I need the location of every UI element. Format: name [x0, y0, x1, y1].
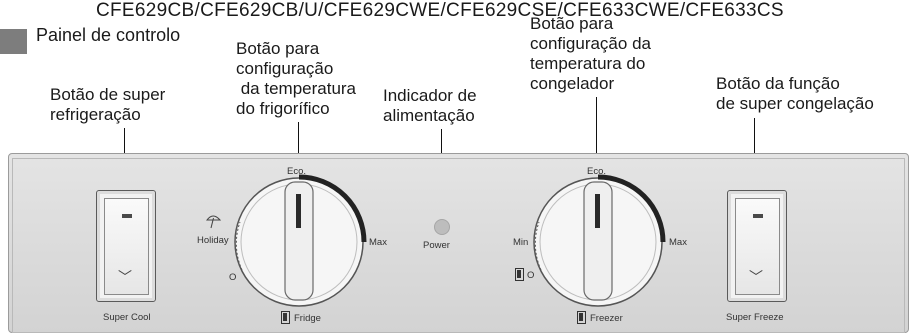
- super-freeze-button[interactable]: ﹀: [727, 190, 787, 302]
- fridge-arc-thick: [298, 174, 367, 243]
- chevron-down-icon: ﹀: [118, 269, 132, 285]
- fridge-eco-label: Eco.: [287, 166, 307, 177]
- fridge-holiday-label: Holiday: [197, 235, 229, 246]
- chevron-down-icon: ﹀: [749, 269, 763, 285]
- super-freeze-label: Super Freeze: [726, 312, 784, 323]
- freezer-door-icon: [515, 268, 524, 281]
- freezer-knob-grip: [583, 181, 613, 301]
- super-cool-indicator: [122, 214, 132, 218]
- callout-super-cool: Botão de super refrigeração: [50, 85, 166, 124]
- fridge-knob-pointer: [296, 194, 301, 228]
- freezer-dial[interactable]: [533, 174, 666, 307]
- fridge-dial[interactable]: [234, 174, 367, 307]
- super-cool-label: Super Cool: [103, 312, 151, 323]
- fridge-door-icon: [281, 311, 290, 324]
- section-title: Painel de controlo: [36, 25, 181, 45]
- super-freeze-button-face: ﹀: [735, 198, 780, 295]
- callout-freezer-temp: Botão para configuração da temperatura d…: [530, 14, 651, 93]
- freezer-knob-pointer: [595, 194, 600, 228]
- freezer-max-label: Max: [669, 237, 687, 248]
- freezer-label: Freezer: [590, 313, 623, 324]
- section-marker: [0, 29, 27, 54]
- power-label: Power: [423, 240, 450, 251]
- callout-power: Indicador de alimentação: [383, 86, 477, 125]
- holiday-umbrella-icon: [205, 215, 222, 229]
- fridge-arc-dashed: [235, 221, 243, 271]
- freezer-eco-label: Eco.: [587, 166, 607, 177]
- fridge-knob-grip: [284, 181, 314, 301]
- freezer-arc-thick: [597, 174, 666, 243]
- callout-fridge-temp: Botão para configuração da temperatura d…: [236, 39, 357, 118]
- power-indicator: [434, 219, 450, 235]
- fridge-label: Fridge: [294, 313, 321, 324]
- super-cool-button-face: ﹀: [104, 198, 149, 295]
- freezer-label-door-icon: [577, 311, 586, 324]
- freezer-off-mark: O: [527, 270, 535, 281]
- fridge-max-label: Max: [369, 237, 387, 248]
- super-freeze-indicator: [753, 214, 763, 218]
- freezer-arc-dashed: [534, 221, 542, 271]
- freezer-min-label: Min: [513, 237, 529, 248]
- super-cool-button[interactable]: ﹀: [96, 190, 156, 302]
- callout-super-freeze: Botão da função de super congelação: [716, 74, 874, 113]
- model-numbers: CFE629CB/CFE629CB/U/CFE629CWE/CFE629CSE/…: [96, 0, 784, 21]
- fridge-off-mark: O: [229, 272, 237, 283]
